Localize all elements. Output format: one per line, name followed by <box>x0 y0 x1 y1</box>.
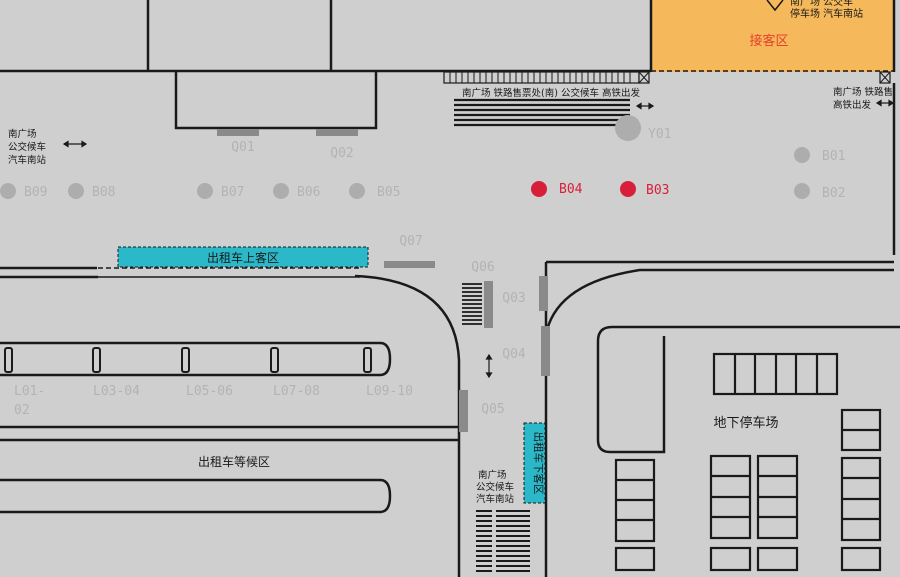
gate-label-q03: Q03 <box>502 291 525 306</box>
pickup-zone-area[interactable] <box>651 0 894 72</box>
pickup-zone-label: 接客区 <box>749 33 788 49</box>
taxi-boarding-zone[interactable] <box>117 246 369 268</box>
gate-label-q01: Q01 <box>231 140 254 155</box>
lane-label-l01-02: 02 <box>14 403 30 418</box>
crosswalk-q06 <box>462 283 482 325</box>
vertical-arrow-icon <box>485 353 493 379</box>
marker-dot-b05[interactable] <box>349 183 365 199</box>
gate-label-q04: Q04 <box>502 347 526 362</box>
lane-label-l09-10: L09-10 <box>366 384 413 399</box>
sign-right-a: 南广场 铁路售 <box>833 86 893 98</box>
marker-label-b07: B07 <box>221 185 244 200</box>
gate-bar-q03 <box>539 276 548 311</box>
lane-label-l01: L01- <box>14 384 45 399</box>
gate-bar-q05 <box>459 390 468 432</box>
marker-dot-b02[interactable] <box>794 183 810 199</box>
marker-label-b08: B08 <box>92 185 115 200</box>
corridor-stripes <box>443 71 891 127</box>
gate-bar-q01 <box>217 129 259 136</box>
road-walls-mid <box>0 260 894 577</box>
stairs-bottom <box>476 510 530 572</box>
lane-label-l03-04: L03-04 <box>93 384 140 399</box>
gate-bar-q02 <box>316 129 358 136</box>
marker-label-b03: B03 <box>646 183 669 198</box>
taxi-dropoff-label: 出租车下客区 <box>532 432 545 495</box>
sign-pickup-top-a: 南广场 公交车 <box>790 0 853 8</box>
marker-dot-b06[interactable] <box>273 183 289 199</box>
sign-pickup-top-b: 停车场 汽车南站 <box>790 7 863 20</box>
sign-left-b: 公交候车 <box>8 141 46 153</box>
gate-bar-q04 <box>541 326 550 376</box>
sign-left-a: 南广场 <box>8 128 37 140</box>
sign-bottom-b: 公交候车 <box>476 481 514 493</box>
marker-dot-b09[interactable] <box>0 183 16 199</box>
marker-label-b09: B09 <box>24 185 47 200</box>
marker-label-b06: B06 <box>297 185 320 200</box>
building-walls-top <box>0 0 651 130</box>
taxi-lanes <box>0 341 459 514</box>
sign-corridor: 南广场 铁路售票处(南) 公交候车 高铁出发 <box>462 87 640 99</box>
taxi-dropoff-zone[interactable] <box>523 422 546 504</box>
lane-label-l05-06: L05-06 <box>186 384 233 399</box>
parking-label: 地下停车场 <box>713 415 778 431</box>
marker-dot-y01[interactable] <box>615 115 641 141</box>
taxi-boarding-label: 出租车上客区 <box>207 250 279 265</box>
sign-left-c: 汽车南站 <box>8 154 47 166</box>
marker-label-b05: B05 <box>377 185 400 200</box>
marker-dot-b04[interactable] <box>531 181 547 197</box>
sign-right-b: 高铁出发 <box>833 99 872 111</box>
sign-bottom-a: 南广场 <box>478 469 507 481</box>
marker-dot-b01[interactable] <box>794 147 810 163</box>
parking-stalls <box>614 352 882 572</box>
gate-label-q07: Q07 <box>399 234 422 249</box>
gate-label-q05: Q05 <box>481 402 504 417</box>
gate-label-q02: Q02 <box>330 146 353 161</box>
sign-bottom-c: 汽车南站 <box>476 493 515 505</box>
marker-dot-b08[interactable] <box>68 183 84 199</box>
marker-label-b02: B02 <box>822 186 845 201</box>
taxi-waiting-label: 出租车等候区 <box>198 454 270 469</box>
double-arrow-icon <box>635 102 655 110</box>
gate-bar-q06 <box>484 281 493 328</box>
marker-dot-b07[interactable] <box>197 183 213 199</box>
marker-label-b01: B01 <box>822 149 845 164</box>
marker-label-y01: Y01 <box>648 127 671 142</box>
marker-dot-b03[interactable] <box>620 181 636 197</box>
gate-label-q06: Q06 <box>471 260 494 275</box>
lane-posts <box>4 347 372 373</box>
location-pin-icon <box>766 0 784 12</box>
lane-label-l07-08: L07-08 <box>273 384 320 399</box>
parking-outline <box>596 325 900 454</box>
gate-bar-q07 <box>384 261 435 268</box>
marker-label-b04: B04 <box>559 182 583 197</box>
double-arrow-icon <box>62 140 88 148</box>
double-arrow-icon <box>875 99 895 107</box>
